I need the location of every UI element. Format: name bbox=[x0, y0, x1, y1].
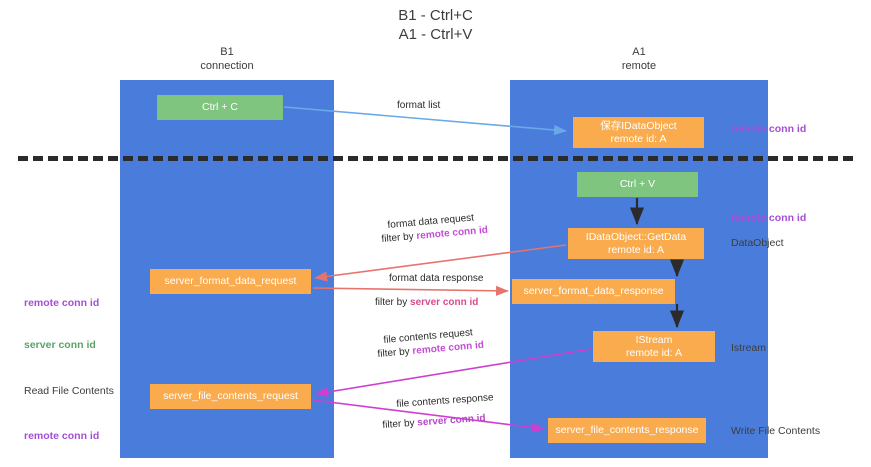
annotation-dataobject: DataObject bbox=[731, 237, 784, 249]
annotation-remote-conn-id-top: remote conn id bbox=[731, 123, 807, 135]
filter-prefix: filter by bbox=[375, 297, 411, 308]
arrow-label-file-contents-response-filter: filter by server conn id bbox=[382, 412, 486, 433]
annotation-read-file-contents: Read File Contents bbox=[24, 385, 114, 397]
annotation-write-file-contents: Write File Contents bbox=[731, 425, 821, 437]
annotation-remote-conn-id-a: remote conn id bbox=[24, 297, 100, 309]
box-idataobject-getdata[interactable]: IDataObject::GetData remote id: A bbox=[568, 228, 704, 259]
box-ctrl-v[interactable]: Ctrl + V bbox=[577, 172, 698, 197]
box-ctrl-c[interactable]: Ctrl + C bbox=[157, 95, 283, 120]
arrow-label-format-data-response-filter: filter by server conn id bbox=[375, 296, 478, 310]
annotation-left-conn-ids-bottom: remote conn id server conn id bbox=[24, 401, 99, 467]
phase-divider bbox=[18, 156, 853, 161]
arrow-label-file-contents-response: file contents response bbox=[396, 392, 494, 410]
annotation-server-conn-id-a: server conn id bbox=[24, 339, 96, 351]
box-server-format-data-request[interactable]: server_format_data_request bbox=[150, 269, 311, 294]
swimlane-header-a1: A1 remote bbox=[621, 46, 657, 72]
box-save-idataobject[interactable]: 保存IDataObject remote id: A bbox=[573, 117, 704, 148]
annotation-remote-conn-id-mid: remote conn id bbox=[731, 212, 807, 224]
filter-value-server-conn-id: server conn id bbox=[410, 297, 479, 308]
annotation-left-conn-ids-top: remote conn id server conn id bbox=[24, 268, 99, 380]
box-server-file-contents-response[interactable]: server_file_contents_response bbox=[548, 418, 706, 443]
annotation-istream: Istream bbox=[731, 342, 767, 354]
box-istream[interactable]: IStream remote id: A bbox=[593, 331, 715, 362]
box-server-format-data-response[interactable]: server_format_data_response bbox=[512, 279, 675, 304]
filter-prefix: filter by bbox=[377, 345, 413, 360]
annotation-remote-conn-id-b: remote conn id bbox=[24, 430, 100, 442]
swimlane-header-b1: B1 connection bbox=[200, 46, 254, 72]
filter-value-server-conn-id: server conn id bbox=[417, 412, 486, 429]
filter-prefix: filter by bbox=[382, 417, 418, 431]
arrow-label-format-data-response: format data response bbox=[389, 273, 484, 284]
filter-prefix: filter by bbox=[381, 230, 417, 245]
diagram-title: B1 - Ctrl+C A1 - Ctrl+V bbox=[398, 7, 473, 43]
box-server-file-contents-request[interactable]: server_file_contents_request bbox=[150, 384, 311, 409]
arrow-label-format-list: format list bbox=[397, 100, 441, 111]
